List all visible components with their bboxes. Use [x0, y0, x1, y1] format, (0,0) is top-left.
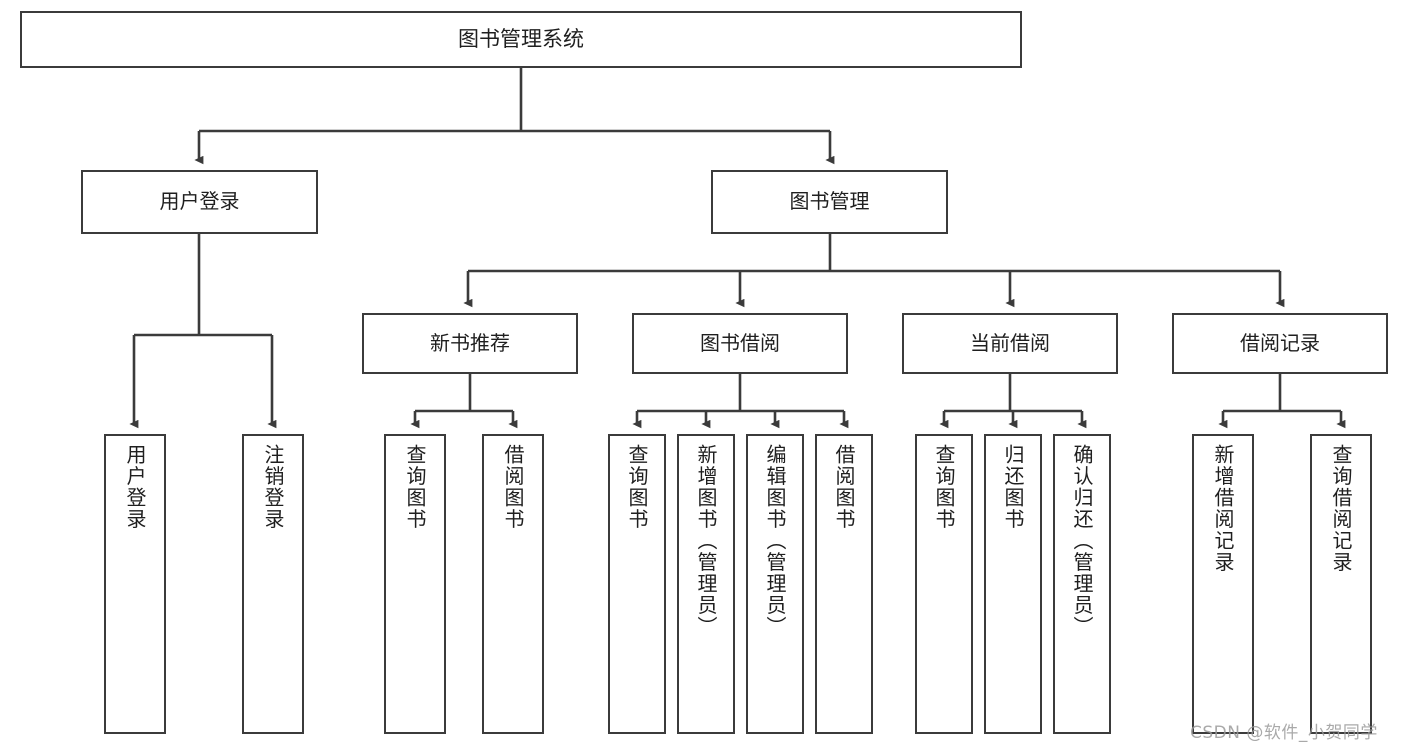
node-label: 查询图书 [625, 444, 649, 530]
node-label: 确认归还（管理员） [1070, 444, 1094, 638]
node-label: 新增图书（管理员） [694, 444, 718, 638]
node-new-book-recommend[interactable]: 新书推荐 [362, 313, 578, 374]
node-label: 用户登录 [123, 444, 147, 530]
node-label: 编辑图书（管理员） [763, 444, 787, 638]
node-leaf-edit-book-admin[interactable]: 编辑图书（管理员） [746, 434, 804, 734]
node-leaf-query-borrow-record[interactable]: 查询借阅记录 [1310, 434, 1372, 734]
node-borrow-record[interactable]: 借阅记录 [1172, 313, 1388, 374]
watermark-credit: CSDN @软件_小贺同学 [1190, 723, 1378, 743]
node-label: 图书管理 [789, 189, 870, 214]
node-label: 借阅图书 [501, 444, 525, 530]
node-label: 查询借阅记录 [1329, 444, 1353, 573]
node-leaf-user-login[interactable]: 用户登录 [104, 434, 166, 734]
node-leaf-return-book[interactable]: 归还图书 [984, 434, 1042, 734]
node-label: 图书管理系统 [458, 27, 584, 52]
node-label: 借阅图书 [832, 444, 856, 530]
node-label: 当前借阅 [970, 330, 1050, 355]
node-leaf-query-book-current[interactable]: 查询图书 [915, 434, 973, 734]
node-leaf-query-book-recommend[interactable]: 查询图书 [384, 434, 446, 734]
node-label: 归还图书 [1001, 444, 1025, 530]
node-label: 注销登录 [261, 444, 285, 530]
node-leaf-borrow-book[interactable]: 借阅图书 [815, 434, 873, 734]
node-label: 新书推荐 [430, 330, 510, 355]
node-label: 新增借阅记录 [1211, 444, 1235, 573]
node-leaf-confirm-return-admin[interactable]: 确认归还（管理员） [1053, 434, 1111, 734]
node-leaf-borrow-book-recommend[interactable]: 借阅图书 [482, 434, 544, 734]
node-leaf-logout[interactable]: 注销登录 [242, 434, 304, 734]
node-label: 查询图书 [932, 444, 956, 530]
node-leaf-add-borrow-record[interactable]: 新增借阅记录 [1192, 434, 1254, 734]
node-user-login[interactable]: 用户登录 [81, 170, 318, 234]
node-label: 查询图书 [403, 444, 427, 530]
node-leaf-query-book-borrow[interactable]: 查询图书 [608, 434, 666, 734]
node-book-manage[interactable]: 图书管理 [711, 170, 948, 234]
node-book-borrow[interactable]: 图书借阅 [632, 313, 848, 374]
node-label: 图书借阅 [700, 330, 780, 355]
node-root-system[interactable]: 图书管理系统 [20, 11, 1022, 68]
node-current-borrow[interactable]: 当前借阅 [902, 313, 1118, 374]
node-leaf-add-book-admin[interactable]: 新增图书（管理员） [677, 434, 735, 734]
node-label: 用户登录 [159, 189, 240, 214]
node-label: 借阅记录 [1240, 330, 1320, 355]
